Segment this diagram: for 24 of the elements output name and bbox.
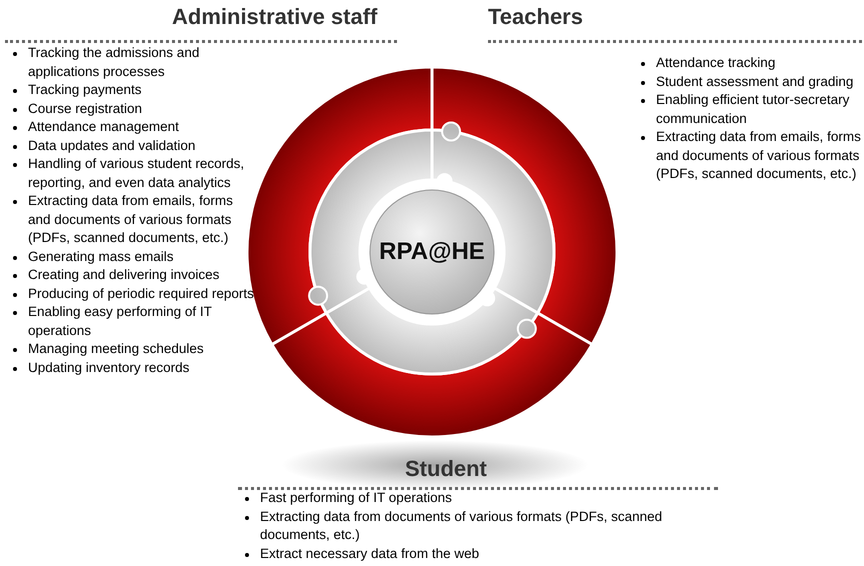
list-item-text: Tracking the admissions and applications processes	[28, 45, 200, 78]
section-heading: Administrative staff	[172, 4, 378, 30]
list-item-text: Tracking payments	[28, 82, 142, 97]
list-item-text: Extracting data from emails, forms and documents of various formats (PDFs, scanned documents, etc.)	[28, 193, 233, 245]
list-item-text: Student assessment and grading	[656, 74, 854, 88]
list-item-text: Generating mass emails	[28, 248, 174, 264]
list-item-text: Course registration	[28, 100, 142, 116]
list-item-text: Enabling easy performing of IT operations	[28, 304, 212, 338]
list-item-text: Attendance management	[28, 119, 179, 134]
list-item-text: Attendance tracking	[656, 55, 776, 70]
list-item-text: Fast performing of IT operations	[260, 490, 452, 505]
section-heading: Student	[405, 456, 487, 482]
list-item-text: Creating and delivering invoices	[28, 267, 220, 282]
list-item-text: Extracting data from emails, forms and documents of various formats (PDFs, scanned documents, etc.)	[656, 129, 861, 181]
list-item-text: Managing meeting schedules	[28, 341, 204, 356]
list-item-text: Extract necessary data from the web	[260, 546, 480, 560]
list-item-text: Producing of periodic required reports	[28, 286, 254, 300]
list-item-text: Enabling efficient tutor-secretary communication	[656, 92, 850, 126]
list-item-text: Extracting data from documents of various formats (PDFs, scanned documents, etc.)	[260, 508, 662, 542]
section-heading: Teachers	[488, 4, 583, 30]
list-item-text: Handling of various student records, reporting, and even data analytics	[28, 156, 244, 190]
center-circle-label: RPA@HE	[370, 190, 494, 314]
list-item-text: Data updates and validation	[28, 138, 196, 152]
list-item-text: Updating inventory records	[28, 360, 190, 374]
